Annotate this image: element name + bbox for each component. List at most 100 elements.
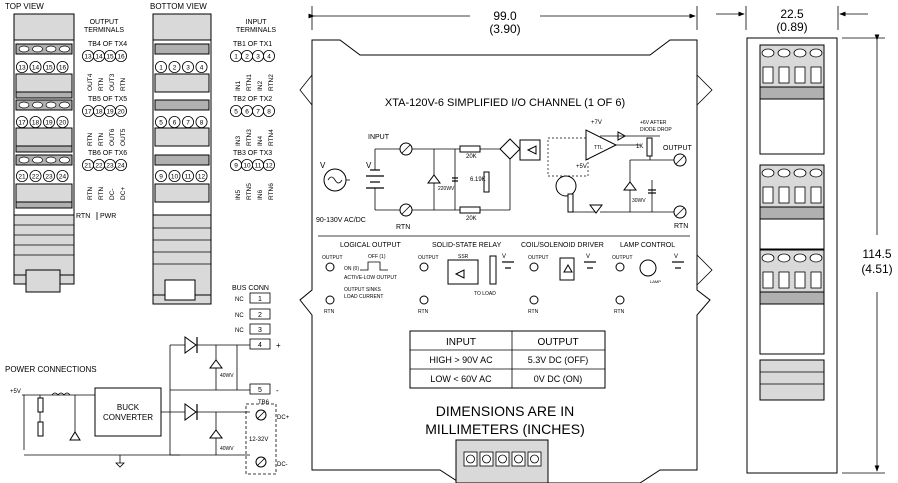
svg-text:16: 16 [59, 64, 67, 71]
top-view-label: TOP VIEW [5, 2, 44, 11]
bus-conn-title: BUS CONN [232, 285, 269, 292]
bottom-terminal-1: 1 [154, 61, 167, 74]
terminal-screw [59, 156, 70, 164]
top-terminal-22: 22 [29, 169, 42, 182]
svg-text:10: 10 [243, 162, 251, 169]
supply-label: 90-130V AC/DC [316, 217, 366, 224]
bottom-signal-label: RTN5 [246, 183, 253, 200]
top-terminal-21: 21 [15, 169, 28, 182]
height-mm: 114.5 [862, 247, 891, 261]
example-coil: COIL/SOLENOID DRIVER OUTPUT V RTN [521, 242, 604, 315]
dcminus-label: DC- [277, 462, 288, 468]
svg-text:5: 5 [234, 108, 238, 115]
svg-text:16: 16 [117, 53, 125, 60]
bottom-signal-label: IN3 [235, 136, 242, 147]
terminal-screw [32, 45, 43, 53]
svg-text:24: 24 [117, 162, 125, 169]
side-screw [809, 168, 823, 204]
svg-text:2: 2 [173, 64, 177, 71]
svg-text:18: 18 [32, 119, 40, 126]
v-source: V [320, 161, 326, 170]
svg-text:22: 22 [95, 162, 103, 169]
svg-text:9: 9 [234, 162, 238, 169]
plus5v-label: +5V [10, 389, 21, 395]
svg-text:5: 5 [258, 387, 262, 394]
svg-text:9: 9 [159, 173, 163, 180]
depth-in: (0.89) [776, 20, 807, 34]
side-screw [777, 48, 791, 84]
ttl-label: TTL [594, 145, 603, 151]
svg-text:17: 17 [18, 119, 26, 126]
zener-main-label: 220WV [438, 186, 455, 192]
ssr-title: SOLID-STATE RELAY [432, 242, 502, 249]
top-signal-label: RTN [120, 77, 127, 91]
bottom-terminal-9: 9 [154, 169, 167, 182]
side-view: 22.5 (0.89) 114.5 (4.51) [716, 6, 893, 474]
bottom-terminal-10: 10 [168, 169, 181, 182]
bottom-signal-label: RTN1 [246, 74, 253, 91]
bottom-block-label: TB1 OF TX1 [233, 41, 272, 48]
width-mm: 99.0 [493, 9, 517, 23]
bottom-terminal-12: 12 [195, 169, 208, 182]
logic-output: OUTPUT [322, 255, 343, 261]
main-module: 99.0 (3.90) XTA-120V-6 SIMPLIFIED I/O CH… [299, 6, 713, 483]
top-legend-14: 14 [93, 50, 106, 63]
bottom-terminal-2: 2 [168, 61, 181, 74]
ssr-toload: TO LOAD [474, 291, 496, 297]
bottom-terminal-8: 8 [195, 116, 208, 129]
bottom-legend-5: 5 [229, 105, 242, 118]
bottom-signal-label: RTN3 [246, 129, 253, 146]
bottom-signal-label: IN4 [257, 136, 264, 147]
bottom-legend-3: 3 [251, 50, 264, 63]
svg-text:17: 17 [84, 108, 92, 115]
logic-active: ACTIVE-LOW OUTPUT [344, 275, 397, 281]
tt-row1-output: 5.3V DC (OFF) [528, 355, 589, 365]
height-in: (4.51) [861, 262, 892, 276]
top-terminal-14: 14 [29, 61, 42, 74]
svg-text:7: 7 [186, 119, 190, 126]
svg-text:20: 20 [117, 108, 125, 115]
zener1-label: 40WV [220, 373, 234, 379]
connector-screw [479, 451, 494, 467]
svg-text:4: 4 [267, 53, 271, 60]
bottom-signal-label: IN2 [257, 81, 264, 92]
bottom-view-label: BOTTOM VIEW [150, 2, 207, 11]
svg-text:4: 4 [258, 342, 262, 349]
output-terminals-title-2: TERMINALS [84, 27, 124, 34]
bottom-block-label: TB3 OF TX3 [233, 150, 272, 157]
top-legend-21: 21 [82, 158, 95, 171]
logic-on: ON (0) [344, 266, 359, 272]
bottom-legend-9: 9 [229, 158, 242, 171]
top-legend-19: 19 [104, 105, 117, 118]
top-signal-label: RTN [98, 132, 105, 146]
top-terminal-20: 20 [56, 116, 69, 129]
side-screw [761, 48, 775, 84]
connector-screw [527, 451, 542, 467]
lamp-v: V [674, 254, 678, 260]
terminal-screw [32, 101, 43, 109]
after-2: DIODE DROP [640, 127, 672, 133]
logic-load: LOAD CURRENT [344, 294, 383, 300]
svg-text:7: 7 [256, 108, 260, 115]
svg-text:15: 15 [45, 64, 53, 71]
ssr-label: SSR [458, 254, 469, 260]
svg-text:12: 12 [198, 173, 206, 180]
svg-text:8: 8 [200, 119, 204, 126]
bottom-terminal-3: 3 [181, 61, 194, 74]
logic-rtn: RTN [324, 309, 335, 315]
svg-text:3: 3 [258, 327, 262, 334]
r2-label: 20K [466, 216, 477, 222]
bottom-legend-2: 2 [240, 50, 253, 63]
top-terminal-block-2 [15, 99, 73, 153]
bottom-legend-12: 12 [262, 158, 275, 171]
top-terminal-18: 18 [29, 116, 42, 129]
lamp-title: LAMP CONTROL [620, 242, 675, 249]
top-terminal-13: 13 [15, 61, 28, 74]
plus7-label: +7V [591, 120, 602, 126]
